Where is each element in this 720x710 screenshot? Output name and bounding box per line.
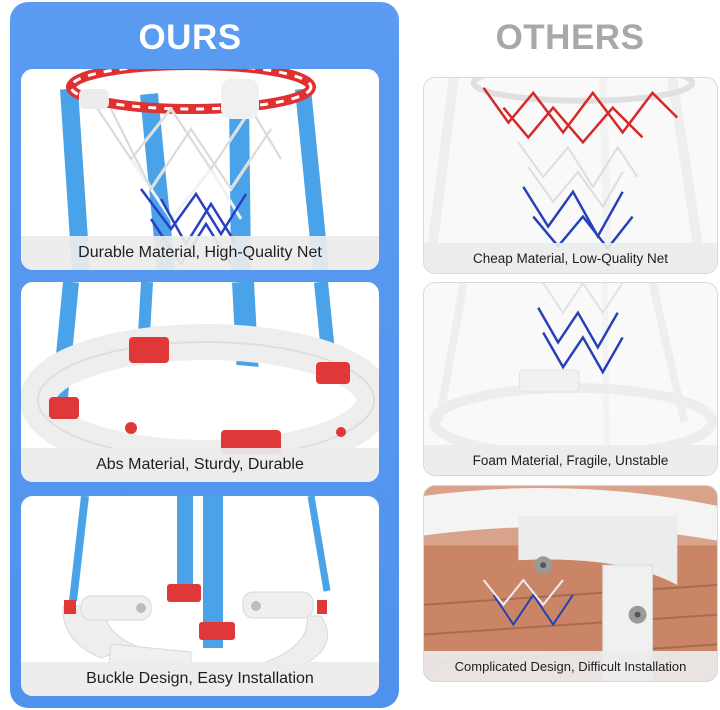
cheap-hoop-photo: [424, 78, 717, 273]
others-card-net: Cheap Material, Low-Quality Net: [423, 77, 718, 274]
foam-base-photo: [424, 283, 717, 475]
others-card-screw: Complicated Design, Difficult Installati…: [423, 485, 718, 682]
ours-caption-base: Abs Material, Sturdy, Durable: [21, 448, 379, 482]
ours-card-base: Abs Material, Sturdy, Durable: [21, 282, 379, 482]
others-title: OTHERS: [495, 18, 645, 57]
ours-title: OURS: [138, 18, 242, 57]
others-caption-base: Foam Material, Fragile, Unstable: [424, 445, 717, 475]
ours-caption-net: Durable Material, High-Quality Net: [21, 236, 379, 270]
ours-card-buckle: Buckle Design, Easy Installation: [21, 496, 379, 696]
ours-card-net: Durable Material, High-Quality Net: [21, 69, 379, 270]
ours-caption-buckle: Buckle Design, Easy Installation: [21, 662, 379, 696]
others-card-base: Foam Material, Fragile, Unstable: [423, 282, 718, 476]
screw-joint-photo: [424, 486, 717, 681]
others-caption-screw: Complicated Design, Difficult Installati…: [424, 651, 717, 681]
others-caption-net: Cheap Material, Low-Quality Net: [424, 243, 717, 273]
